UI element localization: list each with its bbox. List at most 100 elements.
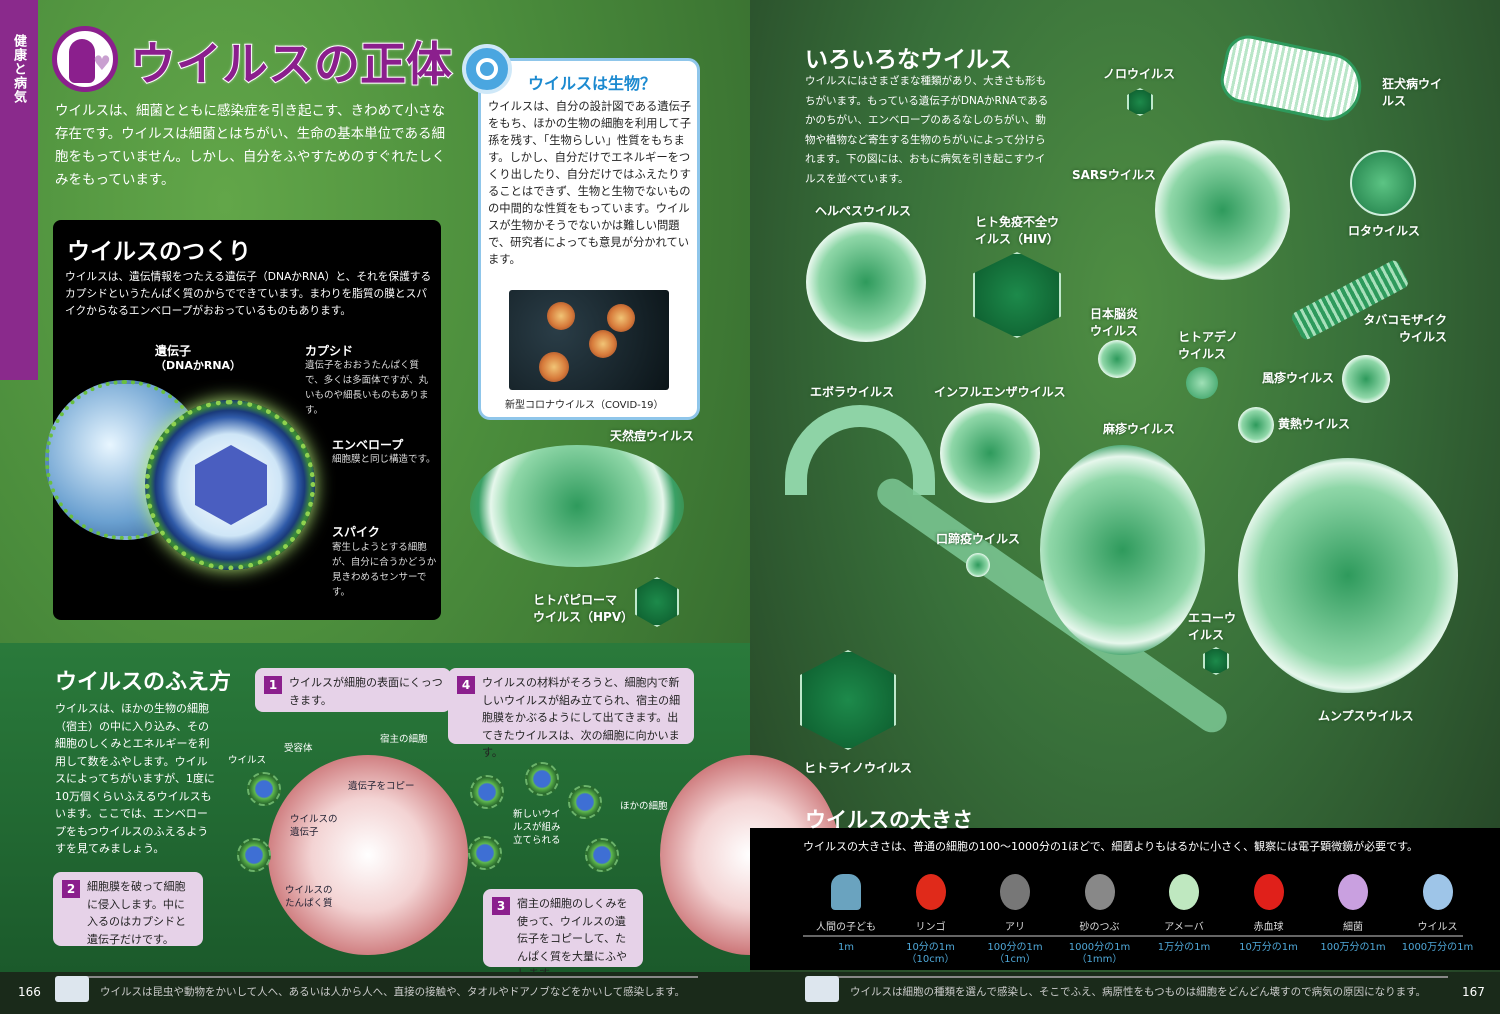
label-rubella: 風疹ウイルス: [1262, 371, 1335, 385]
rotavirus-illustration: [1350, 150, 1416, 216]
left-footer: [0, 972, 750, 1014]
size-item-label: アメーバ: [1164, 922, 1204, 933]
label-smallpox: 天然痘ウイルス: [610, 429, 695, 443]
sars-virus-illustration: [1155, 140, 1290, 280]
label-echovirus: エコーウイルス: [1188, 611, 1237, 642]
replication-title: ウイルスのふえ方: [55, 670, 232, 695]
label-gene: 遺伝子: [155, 344, 192, 358]
size-item-value: 1000分の1m（1mm）: [1068, 942, 1131, 965]
japanese-encephalitis-illustration: [1098, 340, 1136, 378]
label-herpes: ヘルペスウイルス: [815, 204, 912, 218]
label-gene-sub: （DNAかRNA）: [155, 359, 242, 372]
page-number-left: 166: [18, 985, 41, 999]
diagram-label-virus: ウイルス: [228, 755, 267, 766]
virus-icon: [568, 785, 602, 819]
herpes-virus-illustration: [806, 222, 926, 342]
label-envelope-desc: 細胞膜と同じ構造です。: [332, 454, 436, 465]
step-4-callout: 4 ウイルスの材料がそろうと、細胞内で新しいウイルスが組み立てられ、宿主の細胞膜を…: [448, 668, 694, 759]
health-logo-icon: ♥: [52, 26, 118, 92]
diagram-label-assembled: 新しいウイルスが組み立てられる: [513, 809, 561, 846]
is-virus-alive-text: ウイルスは、自分の設計図である遺伝子をもち、ほかの生物の細胞を利用して子孫を残す…: [488, 100, 692, 266]
label-hpv: ヒトパピローマウイルス（HPV）: [533, 593, 634, 624]
size-item-label: アリ: [1005, 922, 1025, 933]
various-viruses-title: いろいろなウイルス: [805, 47, 1012, 73]
footer-rule: [818, 976, 1448, 978]
step-text: ウイルスの材料がそろうと、細胞内で新しいウイルスが組み立てられ、宿主の細胞膜をか…: [482, 676, 681, 759]
label-ebola: エボラウイルス: [810, 385, 895, 399]
diagram-label-receptor: 受容体: [284, 743, 313, 754]
size-item-label: 赤血球: [1253, 922, 1284, 933]
echovirus-illustration: [1203, 647, 1229, 675]
sand-icon: [1084, 874, 1115, 910]
bacterium-icon: [1338, 874, 1368, 910]
book-note-icon: [805, 976, 839, 1002]
step-number: 3: [492, 897, 510, 915]
label-spike-desc: 寄生しようとする細胞が、自分に合うかどうか見きわめるセンサーです。: [332, 542, 437, 598]
mumps-illustration: [1238, 458, 1458, 693]
virus-icon: [237, 838, 271, 872]
adenovirus-illustration: [1186, 367, 1218, 399]
step-number: 1: [264, 676, 282, 694]
diagram-label-host-cell: 宿主の細胞: [380, 734, 428, 745]
label-spike: スパイク: [332, 525, 380, 539]
virus-icon: [470, 775, 504, 809]
magnifier-icon: [462, 44, 512, 94]
intro-text: ウイルスは、細菌とともに感染症を引き起こす、きわめて小さな存在です。ウイルスは細…: [55, 103, 446, 188]
size-item-value: 100万分の1m: [1320, 942, 1386, 953]
label-measles: 麻疹ウイルス: [1103, 422, 1176, 436]
influenza-illustration: [940, 403, 1040, 503]
child-icon: [831, 874, 861, 910]
diagram-label-gene-copy: 遺伝子をコピー: [348, 781, 415, 792]
step-text: ウイルスが細胞の表面にくっつきます。: [289, 676, 443, 707]
size-item-value: 10分の1m（10cm）: [906, 942, 955, 965]
diagram-label-other-cell: ほかの細胞: [620, 801, 668, 812]
various-viruses-text: ウイルスにはさまざまな種類があり、大きさも形もちがいます。もっている遺伝子がDN…: [805, 75, 1049, 185]
size-item-value: 1m: [837, 942, 855, 953]
apple-icon: [915, 874, 946, 910]
photo-caption: 新型コロナウイルス（COVID-19）: [505, 400, 664, 411]
section-tab-label: 健康と病気: [11, 34, 26, 104]
label-capsid-desc: 遺伝子をおおうたんぱく質で、多くは多面体ですが、丸いものや細長いものもあります。: [305, 360, 429, 416]
rhinovirus-illustration: [800, 650, 896, 750]
book-note-icon: [55, 976, 89, 1002]
virus-icon: [468, 836, 502, 870]
structure-title: ウイルスのつくり: [67, 239, 251, 265]
step-text: 細胞膜を破って細胞に侵入します。中に入るのはカプシドと遺伝子だけです。: [87, 880, 186, 946]
covid-micrograph-image: [509, 290, 669, 390]
right-footer: [750, 972, 1500, 1014]
label-tobacco-mosaic: タバコモザイクウイルス: [1363, 313, 1447, 344]
page-number-right: 167: [1462, 985, 1485, 999]
scale-line: [803, 935, 1463, 937]
size-item-label: リンゴ: [915, 922, 946, 933]
step-number: 4: [457, 676, 475, 694]
virus-icon: [247, 772, 281, 806]
capsid-shape: [195, 445, 267, 525]
is-virus-alive-title: ウイルスは生物？: [528, 74, 657, 93]
size-item-label: 砂のつぶ: [1079, 922, 1120, 933]
virus-icon: [585, 838, 619, 872]
norovirus-illustration: [1127, 88, 1153, 116]
foot-and-mouth-illustration: [966, 553, 990, 577]
rubella-illustration: [1342, 355, 1390, 403]
label-adenovirus: ヒトアデノウイルス: [1178, 330, 1239, 361]
virus-icon: [1422, 874, 1453, 910]
footer-rule: [68, 976, 698, 978]
size-item-value: 100分の1m（1cm）: [987, 942, 1043, 965]
footer-note-right: ウイルスは細胞の種類を選んで感染し、そこでふえ、病原性をもつものは細胞をどんどん…: [850, 986, 1427, 998]
measles-illustration: [1040, 445, 1205, 655]
smallpox-virus-illustration: [470, 445, 684, 567]
label-japanese-encephalitis: 日本脳炎ウイルス: [1090, 307, 1139, 338]
diagram-label-viral-gene: ウイルスの遺伝子: [290, 814, 338, 838]
amoeba-icon: [1169, 874, 1199, 910]
virus-icon: [525, 762, 559, 796]
section-tab: 健康と病気: [0, 0, 38, 380]
virus-size-section: [750, 828, 1500, 970]
page-title: ウイルスの正体: [129, 36, 453, 92]
label-rotavirus: ロタウイルス: [1348, 224, 1421, 238]
size-item-value: 1万分の1m: [1157, 942, 1211, 953]
label-envelope: エンベロープ: [332, 438, 404, 452]
size-item-label: 人間の子ども: [816, 922, 876, 933]
virus-size-title: ウイルスの大きさ: [805, 808, 973, 832]
